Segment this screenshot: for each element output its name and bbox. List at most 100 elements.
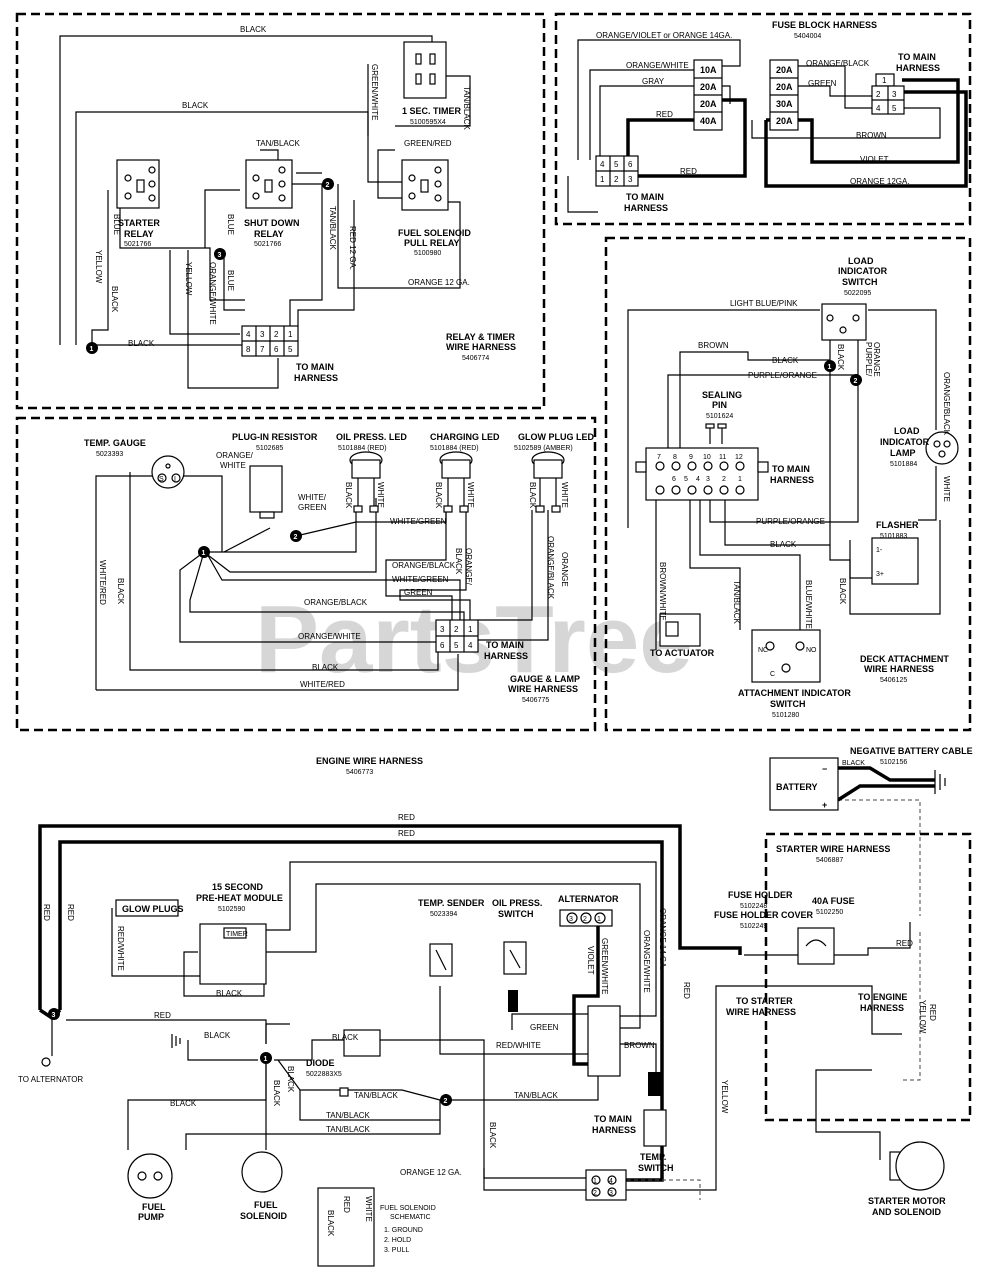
svg-text:RELAY: RELAY bbox=[254, 229, 284, 239]
svg-text:WIRE HARNESS: WIRE HARNESS bbox=[508, 684, 578, 694]
svg-text:WHITE: WHITE bbox=[942, 476, 951, 502]
svg-text:20A: 20A bbox=[700, 99, 717, 109]
svg-text:3: 3 bbox=[260, 330, 265, 339]
svg-text:BLACK: BLACK bbox=[116, 578, 125, 605]
svg-text:3. PULL: 3. PULL bbox=[384, 1247, 409, 1254]
svg-text:5: 5 bbox=[288, 345, 293, 354]
svg-text:BLACK: BLACK bbox=[836, 344, 845, 371]
svg-text:−: − bbox=[822, 764, 827, 774]
svg-text:ORANGE/: ORANGE/ bbox=[216, 451, 254, 460]
load-indicator-switch bbox=[821, 303, 867, 341]
svg-text:4: 4 bbox=[876, 104, 881, 113]
svg-text:BLACK: BLACK bbox=[240, 25, 267, 34]
svg-text:DECK ATTACHMENT: DECK ATTACHMENT bbox=[860, 654, 949, 664]
svg-text:3: 3 bbox=[52, 1012, 56, 1019]
svg-text:2: 2 bbox=[294, 534, 298, 541]
svg-text:BLACK: BLACK bbox=[770, 540, 797, 549]
svg-text:20A: 20A bbox=[776, 116, 793, 126]
svg-text:TO MAIN: TO MAIN bbox=[898, 52, 936, 62]
svg-text:OIL PRESS. LED: OIL PRESS. LED bbox=[336, 432, 407, 442]
svg-text:5: 5 bbox=[614, 160, 619, 169]
svg-text:DIODE: DIODE bbox=[306, 1058, 335, 1068]
svg-text:RED: RED bbox=[896, 939, 913, 948]
svg-text:PURPLE/ORANGE: PURPLE/ORANGE bbox=[748, 371, 817, 380]
svg-text:TAN/BLACK: TAN/BLACK bbox=[354, 1091, 399, 1100]
fuel-solenoid bbox=[241, 1151, 283, 1193]
svg-text:5102685: 5102685 bbox=[256, 445, 283, 452]
svg-text:1 SEC. TIMER: 1 SEC. TIMER bbox=[402, 106, 462, 116]
temp-gauge bbox=[151, 455, 185, 489]
svg-text:2: 2 bbox=[274, 330, 279, 339]
svg-text:BLUE/WHITE: BLUE/WHITE bbox=[804, 580, 813, 629]
svg-text:OIL PRESS.: OIL PRESS. bbox=[492, 898, 542, 908]
svg-text:4: 4 bbox=[468, 641, 473, 650]
svg-text:LIGHT BLUE/PINK: LIGHT BLUE/PINK bbox=[730, 299, 798, 308]
svg-text:5023393: 5023393 bbox=[96, 451, 123, 458]
plug-in-resistor bbox=[249, 465, 283, 513]
svg-text:BLUE: BLUE bbox=[226, 214, 235, 235]
svg-text:PURPLE/ORANGE: PURPLE/ORANGE bbox=[756, 517, 825, 526]
svg-text:TO ENGINE: TO ENGINE bbox=[858, 992, 907, 1002]
svg-text:BLACK: BLACK bbox=[182, 101, 209, 110]
fuse-holder bbox=[797, 927, 835, 965]
svg-text:HARNESS: HARNESS bbox=[624, 203, 668, 213]
svg-text:SCHEMATIC: SCHEMATIC bbox=[390, 1214, 431, 1221]
svg-text:WHITE/GREEN: WHITE/GREEN bbox=[390, 517, 447, 526]
svg-text:3: 3 bbox=[440, 625, 445, 634]
svg-text:AND SOLENOID: AND SOLENOID bbox=[872, 1207, 942, 1217]
starter-harness-border bbox=[764, 832, 972, 1122]
deck-harness-border bbox=[604, 236, 972, 732]
svg-text:1: 1 bbox=[288, 330, 293, 339]
svg-text:3: 3 bbox=[218, 252, 222, 259]
temp-switch bbox=[643, 1109, 667, 1147]
svg-text:FUEL: FUEL bbox=[142, 1202, 166, 1212]
flasher bbox=[871, 537, 919, 585]
gauge-harness: S I 3 2 1 6 5 4 1 2 TEMP. GAUGE 5023393 … bbox=[15, 416, 597, 732]
svg-text:TEMP. SENDER: TEMP. SENDER bbox=[418, 898, 485, 908]
svg-text:1-: 1- bbox=[876, 547, 883, 554]
svg-text:WHITE: WHITE bbox=[220, 461, 246, 470]
svg-text:WHITE/RED: WHITE/RED bbox=[300, 680, 345, 689]
svg-text:5101883: 5101883 bbox=[880, 533, 907, 540]
svg-text:5406773: 5406773 bbox=[346, 769, 373, 776]
svg-text:6: 6 bbox=[440, 641, 445, 650]
svg-text:BROWN: BROWN bbox=[624, 1041, 655, 1050]
svg-text:2: 2 bbox=[326, 182, 330, 189]
engine-plug bbox=[585, 1169, 627, 1201]
svg-text:TIMER: TIMER bbox=[226, 931, 248, 938]
svg-text:TEMP. GAUGE: TEMP. GAUGE bbox=[84, 438, 146, 448]
svg-text:5101884 (RED): 5101884 (RED) bbox=[430, 445, 479, 452]
svg-text:TO MAIN: TO MAIN bbox=[772, 464, 810, 474]
svg-text:TAN/BLACK: TAN/BLACK bbox=[256, 139, 301, 148]
svg-text:2: 2 bbox=[876, 90, 881, 99]
svg-text:BROWN/WHITE: BROWN/WHITE bbox=[658, 562, 667, 621]
svg-text:FUEL SOLENOID: FUEL SOLENOID bbox=[398, 228, 471, 238]
svg-text:ALTERNATOR: ALTERNATOR bbox=[558, 894, 619, 904]
svg-text:10: 10 bbox=[703, 454, 711, 461]
svg-text:BROWN: BROWN bbox=[698, 341, 729, 350]
svg-text:40A: 40A bbox=[700, 116, 717, 126]
svg-text:GLOW PLUG LED: GLOW PLUG LED bbox=[518, 432, 594, 442]
svg-text:BLACK: BLACK bbox=[326, 1210, 335, 1237]
svg-text:FUEL: FUEL bbox=[254, 1200, 278, 1210]
svg-text:BLACK: BLACK bbox=[772, 356, 799, 365]
svg-text:NC: NC bbox=[758, 647, 768, 654]
svg-text:PUMP: PUMP bbox=[138, 1212, 164, 1222]
svg-text:FUSE HOLDER: FUSE HOLDER bbox=[728, 890, 793, 900]
svg-text:ORANGE/WHITE: ORANGE/WHITE bbox=[626, 61, 689, 70]
svg-text:5022095: 5022095 bbox=[844, 290, 871, 297]
svg-text:VIOLET: VIOLET bbox=[860, 155, 889, 164]
svg-text:ORANGE/: ORANGE/ bbox=[464, 548, 473, 586]
svg-text:2: 2 bbox=[454, 625, 459, 634]
svg-text:LOAD: LOAD bbox=[848, 256, 874, 266]
svg-text:5406774: 5406774 bbox=[462, 355, 489, 362]
svg-text:5406125: 5406125 bbox=[880, 677, 907, 684]
svg-text:SEALING: SEALING bbox=[702, 390, 742, 400]
svg-text:LOAD: LOAD bbox=[894, 426, 920, 436]
gauge-harness-border bbox=[15, 416, 597, 732]
engine-harness: ENGINE WIRE HARNESS 5406773 bbox=[18, 746, 973, 1267]
svg-text:TAN/BLACK: TAN/BLACK bbox=[514, 1091, 559, 1100]
svg-text:3: 3 bbox=[609, 1190, 613, 1197]
svg-text:BLACK: BLACK bbox=[488, 1122, 497, 1149]
svg-text:RED: RED bbox=[656, 110, 673, 119]
